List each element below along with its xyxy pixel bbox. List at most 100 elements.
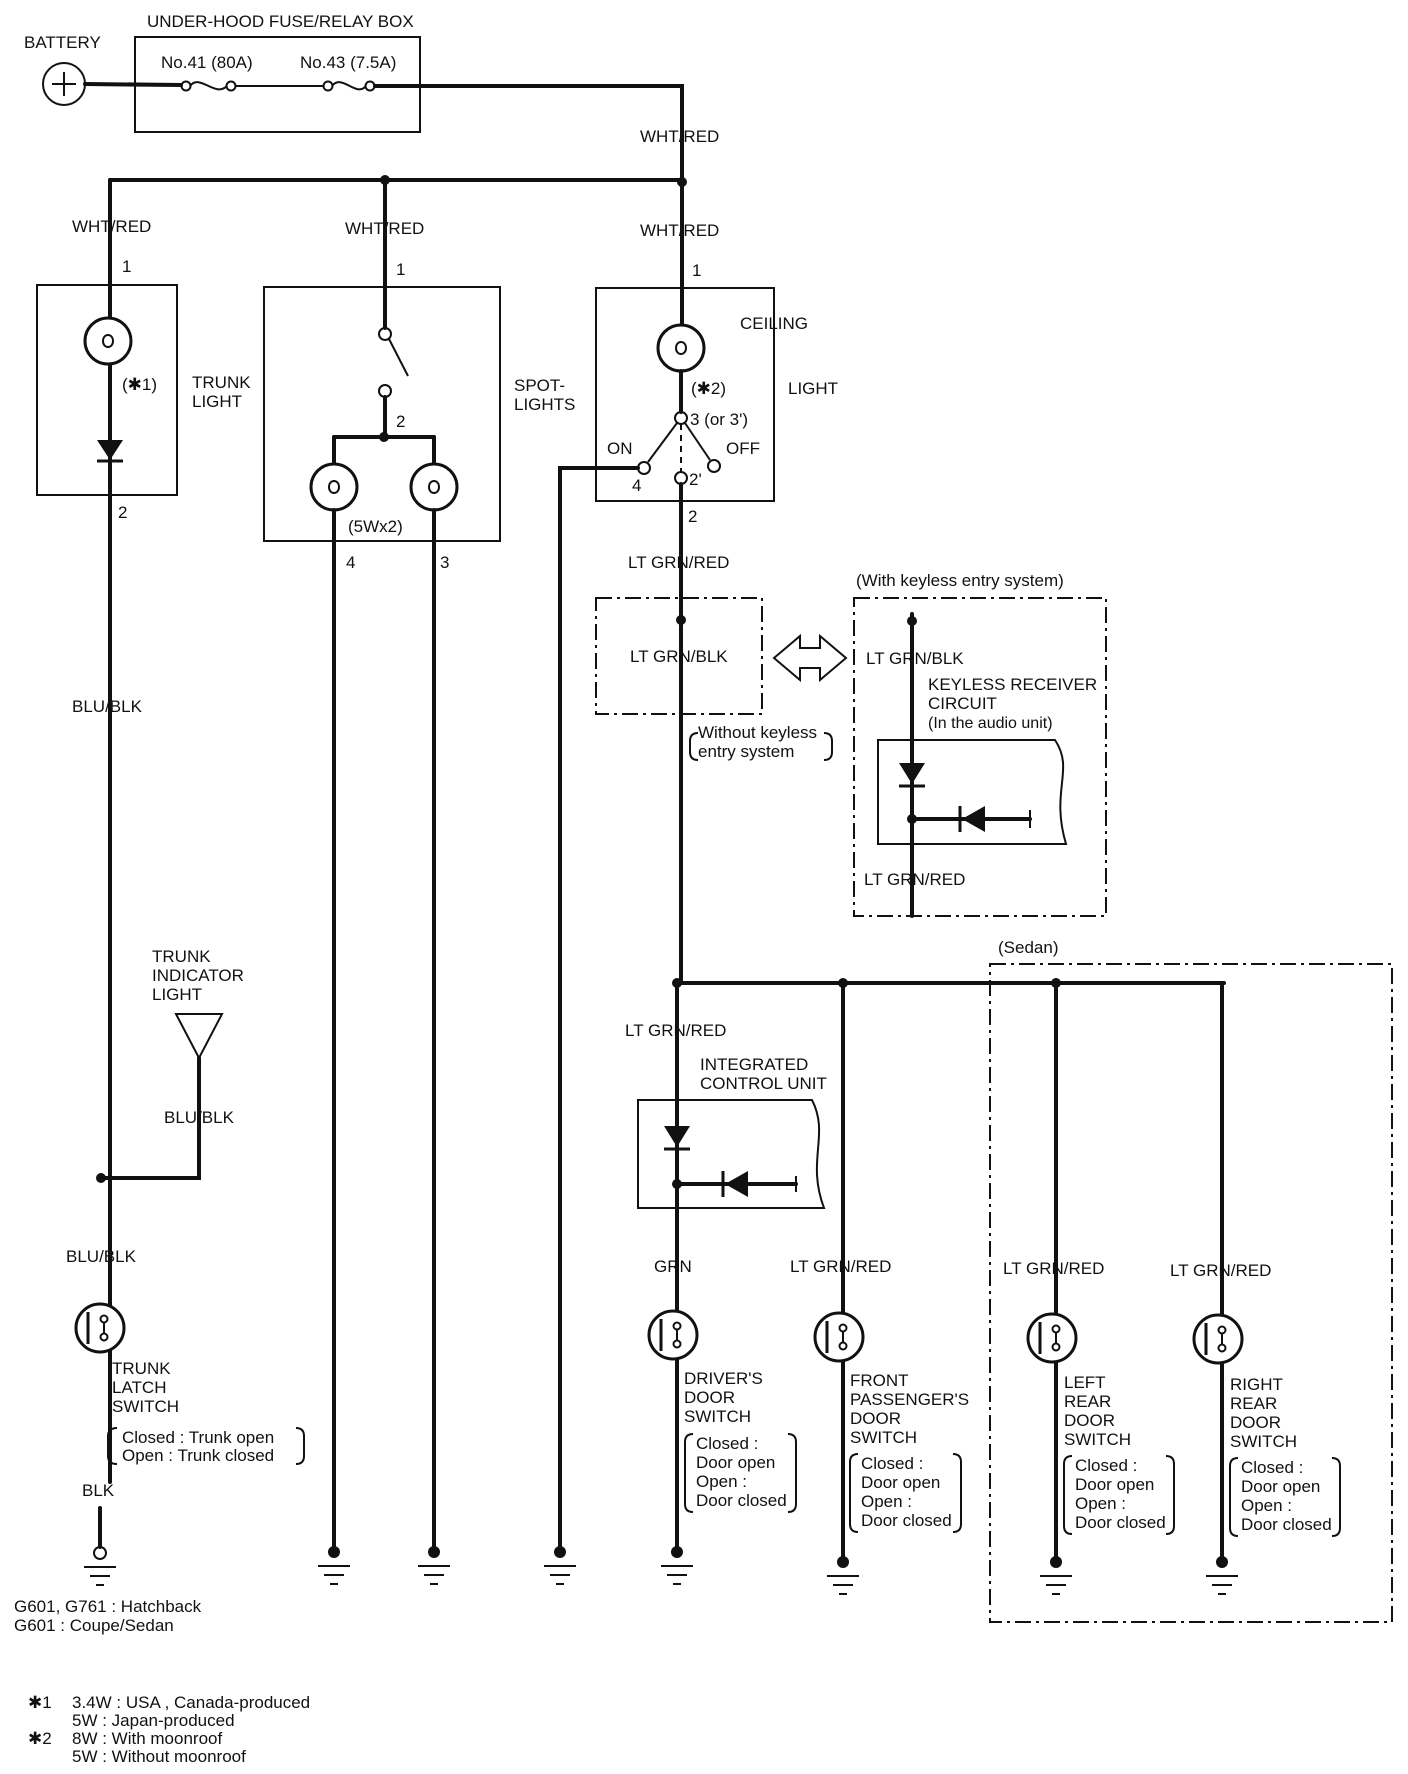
ground-note-2: G601 : Coupe/Sedan <box>14 1616 174 1635</box>
spot-pin-4: 4 <box>346 553 355 572</box>
right-rear-closed-state: Door closed <box>1241 1515 1332 1534</box>
front-pass-open-state: Door open <box>861 1473 940 1492</box>
ground-icon <box>544 1546 576 1585</box>
trunk-light-label-2: LIGHT <box>192 392 242 411</box>
battery-label: BATTERY <box>24 33 101 52</box>
trunk-light-label-1: TRUNK <box>192 373 251 392</box>
right-rear-label-4: SWITCH <box>1230 1432 1297 1451</box>
right-rear-label-1: RIGHT <box>1230 1375 1283 1394</box>
trunk-latch-switch-icon <box>74 1302 126 1354</box>
drivers-door-label-2: DOOR <box>684 1388 735 1407</box>
ceiling-switch-on: ON <box>607 439 633 458</box>
icu-diode-icon <box>664 1126 690 1151</box>
trunk-latch-closed-note: Closed : Trunk open <box>122 1428 274 1447</box>
equivalent-arrow-icon <box>772 633 848 683</box>
ground-icon <box>318 1546 350 1585</box>
trunk-light-note: (✱1) <box>122 375 157 394</box>
trunk-latch-open-note: Open : Trunk closed <box>122 1446 274 1465</box>
left-rear-closed: Closed : <box>1075 1456 1137 1475</box>
sedan-box <box>989 963 1393 1623</box>
right-rear-open: Open : <box>1241 1496 1292 1515</box>
ground-symbols <box>318 1546 1238 1595</box>
wire-label-lt-grn-red-keyless: LT GRN/RED <box>864 870 965 889</box>
icu-label-2: CONTROL UNIT <box>700 1074 827 1093</box>
front-pass-closed: Closed : <box>861 1454 923 1473</box>
trunk-pin-2: 2 <box>118 503 127 522</box>
ceiling-light-label-1: CEILING <box>740 314 808 333</box>
ceiling-light-box <box>595 287 775 502</box>
wire-label-lt-grn-blk-without: LT GRN/BLK <box>630 647 728 666</box>
spotlights-label-2: LIGHTS <box>514 395 575 414</box>
trunk-light-box <box>36 284 178 496</box>
wire-label-ceiling-lt-grn-red: LT GRN/RED <box>628 553 729 572</box>
trunk-pin-1: 1 <box>122 257 131 276</box>
footnote-2b: 5W : Without moonroof <box>72 1747 246 1766</box>
ceiling-light-note: (✱2) <box>691 379 726 398</box>
integrated-control-unit <box>637 1099 826 1209</box>
fuse-43 <box>322 80 376 92</box>
keyless-label-1: KEYLESS RECEIVER <box>928 675 1097 694</box>
trunk-latch-label-2: LATCH <box>112 1378 166 1397</box>
wire-label-lt-grn-blk-keyless: LT GRN/BLK <box>866 649 964 668</box>
right-rear-label-3: DOOR <box>1230 1413 1281 1432</box>
drivers-door-switch-icon <box>647 1309 699 1361</box>
front-pass-open: Open : <box>861 1492 912 1511</box>
ground-icon <box>661 1546 693 1585</box>
wire-label-wht-red-main: WHT/RED <box>640 127 719 146</box>
spotlights-label-1: SPOT- <box>514 376 565 395</box>
drivers-door-closed-state: Door closed <box>696 1491 787 1510</box>
icu-diode-horizontal-icon <box>721 1171 797 1197</box>
left-rear-label-3: DOOR <box>1064 1411 1115 1430</box>
right-rear-open-state: Door open <box>1241 1477 1320 1496</box>
wire-label-right-rear-lt-grn-red: LT GRN/RED <box>1170 1261 1271 1280</box>
trunk-light-bulb-icon <box>83 316 133 366</box>
ceiling-pin-4: 4 <box>632 476 641 495</box>
ceiling-pin-1: 1 <box>692 261 701 280</box>
ground-icon <box>418 1546 450 1585</box>
drivers-door-open: Open : <box>696 1472 747 1491</box>
spotlights-rating: (5Wx2) <box>348 517 403 536</box>
left-rear-closed-state: Door closed <box>1075 1513 1166 1532</box>
drivers-door-label-3: SWITCH <box>684 1407 751 1426</box>
fuse-41-label: No.41 (80A) <box>161 53 253 72</box>
keyless-title: (With keyless entry system) <box>856 571 1064 590</box>
footnote-1b: 5W : Japan-produced <box>72 1711 235 1730</box>
footnote-1a: 3.4W : USA , Canada-produced <box>72 1693 310 1712</box>
fuse-41 <box>180 80 237 92</box>
without-keyless-box <box>595 597 763 715</box>
without-keyless-label-1: Without keyless <box>698 723 817 742</box>
drivers-door-closed: Closed : <box>696 1434 758 1453</box>
ground-icon <box>827 1556 859 1595</box>
right-rear-door-switch-icon <box>1192 1313 1244 1365</box>
spotlight-bulb-right-icon <box>409 462 459 512</box>
left-rear-open-state: Door open <box>1075 1475 1154 1494</box>
spot-pin-2: 2 <box>396 412 405 431</box>
fuse-box-title: UNDER-HOOD FUSE/RELAY BOX <box>147 12 414 31</box>
spot-pin-3: 3 <box>440 553 449 572</box>
wire-label-blk: BLK <box>82 1481 115 1500</box>
drivers-door-open-state: Door open <box>696 1453 775 1472</box>
without-keyless-label-2: entry system <box>698 742 794 761</box>
wire-label-ceiling-wht-red: WHT/RED <box>640 221 719 240</box>
front-pass-label-4: SWITCH <box>850 1428 917 1447</box>
ceiling-pin-3: 3 (or 3') <box>690 410 748 429</box>
ground-icon <box>1040 1556 1072 1595</box>
footnote-1-mark: ✱1 <box>28 1693 52 1712</box>
keyless-diode-horizontal-icon <box>958 806 1031 832</box>
left-rear-open: Open : <box>1075 1494 1126 1513</box>
trunk-indicator-light-icon <box>174 1013 224 1061</box>
trunk-indicator-label-2: INDICATOR <box>152 966 244 985</box>
keyless-diode-icon <box>899 763 925 788</box>
wire-label-blu-blk-upper: BLU/BLK <box>72 697 143 716</box>
front-pass-label-3: DOOR <box>850 1409 901 1428</box>
fuse-43-label: No.43 (7.5A) <box>300 53 396 72</box>
ceiling-pin-2-prime: 2' <box>689 470 702 489</box>
drivers-door-label-1: DRIVER'S <box>684 1369 763 1388</box>
wire-label-front-pass-lt-grn-red: LT GRN/RED <box>790 1257 891 1276</box>
ceiling-light-bulb-icon <box>656 323 706 373</box>
keyless-label-3: (In the audio unit) <box>928 715 1053 732</box>
wire-label-blu-blk-lower: BLU/BLK <box>66 1247 137 1266</box>
left-rear-door-switch-icon <box>1026 1312 1078 1364</box>
spotlight-switch-icon <box>378 327 409 398</box>
